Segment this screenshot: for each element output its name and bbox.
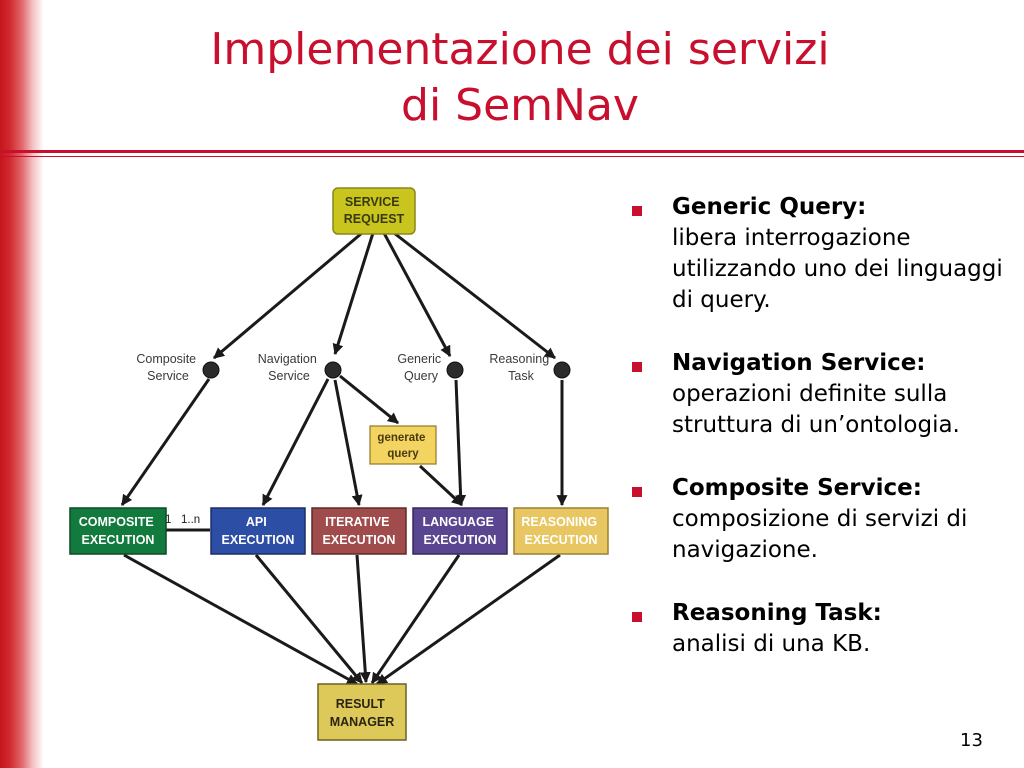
bullet-square-icon bbox=[632, 206, 642, 216]
arrow-composite-result bbox=[123, 553, 358, 686]
arrow-request-reasoning bbox=[393, 231, 556, 360]
composite-service-node bbox=[202, 361, 220, 379]
bullet-title: Reasoning Task: bbox=[672, 600, 882, 626]
bullet-text: operazioni definite sulla struttura di u… bbox=[672, 381, 960, 438]
composite-execution-box bbox=[69, 507, 167, 555]
bullet-reasoning-task: Reasoning Task: analisi di una KB. bbox=[632, 598, 1012, 660]
bullet-square-icon bbox=[632, 612, 642, 622]
navigation-service-label: Navigation Service bbox=[258, 352, 321, 383]
bullet-list: Generic Query: libera interrogazione uti… bbox=[632, 192, 1012, 692]
iterative-execution-label: ITERATIVE EXECUTION bbox=[323, 515, 396, 547]
arrow-reasoning-result bbox=[376, 553, 561, 686]
left-decorative-stripe bbox=[0, 0, 44, 768]
bullet-text: libera interrogazione utilizzando uno de… bbox=[672, 225, 1003, 313]
arrow-request-navigation bbox=[332, 232, 375, 356]
arrow-request-generic bbox=[382, 232, 452, 357]
api-execution-label: API EXECUTION bbox=[222, 515, 295, 547]
bullet-square-icon bbox=[632, 487, 642, 497]
bullet-title: Navigation Service: bbox=[672, 350, 926, 376]
api-execution-box bbox=[210, 507, 306, 555]
iterative-execution-box bbox=[311, 507, 407, 555]
service-request-box bbox=[332, 187, 416, 235]
result-manager-label: RESULT MANAGER bbox=[330, 697, 395, 729]
page-number: 13 bbox=[960, 730, 983, 751]
generic-query-label: Generic Query bbox=[397, 352, 444, 383]
composite-service-label: Composite Service bbox=[136, 352, 199, 383]
bullet-navigation-service: Navigation Service: operazioni definite … bbox=[632, 348, 1012, 441]
title-line-2: di SemNav bbox=[401, 80, 639, 131]
semnav-architecture-diagram: 1 1..n SERVICE REQUEST Composite Service… bbox=[69, 187, 609, 741]
navigation-service-node bbox=[324, 361, 342, 379]
arrow-composite-execution bbox=[120, 378, 211, 506]
arrow-iterative-result bbox=[355, 554, 371, 684]
reasoning-task-label: Reasoning Task bbox=[489, 352, 552, 383]
result-manager-box bbox=[317, 683, 407, 741]
bullet-title: Composite Service: bbox=[672, 475, 922, 501]
reasoning-execution-label: REASONING EXECUTION bbox=[521, 515, 600, 547]
language-execution-box bbox=[412, 507, 508, 555]
arrow-generate-language bbox=[418, 464, 464, 507]
generate-query-box bbox=[369, 425, 437, 465]
generic-query-node bbox=[446, 361, 464, 379]
generate-query-label: generate query bbox=[377, 432, 428, 460]
title-rule-thin bbox=[0, 156, 1024, 157]
bullet-text: composizione di servizi di navigazione. bbox=[672, 506, 968, 563]
reasoning-execution-box bbox=[513, 507, 609, 555]
arrow-request-composite bbox=[213, 231, 363, 360]
reasoning-task-node bbox=[553, 361, 571, 379]
title-rule-thick bbox=[0, 150, 1024, 153]
slide-title: Implementazione dei servizi di SemNav bbox=[80, 22, 960, 134]
language-execution-label: LANGUAGE EXECUTION bbox=[422, 515, 497, 547]
bullet-generic-query: Generic Query: libera interrogazione uti… bbox=[632, 192, 1012, 316]
bullet-text: analisi di una KB. bbox=[672, 631, 871, 657]
arrow-navigation-iterative bbox=[333, 379, 363, 507]
arrow-navigation-generate bbox=[339, 374, 399, 425]
bullet-composite-service: Composite Service: composizione di servi… bbox=[632, 473, 1012, 566]
bullet-square-icon bbox=[632, 362, 642, 372]
multiplicity-label: 1 1..n bbox=[165, 514, 200, 526]
bullet-title: Generic Query: bbox=[672, 194, 867, 220]
arrow-api-result bbox=[254, 554, 364, 684]
arrow-navigation-api bbox=[261, 378, 330, 506]
arrow-generic-language bbox=[454, 379, 467, 507]
arrow-language-result bbox=[370, 554, 461, 684]
composite-execution-label: COMPOSITE EXECUTION bbox=[79, 515, 158, 547]
service-request-label: SERVICE REQUEST bbox=[344, 195, 405, 226]
title-line-1: Implementazione dei servizi bbox=[210, 24, 830, 75]
